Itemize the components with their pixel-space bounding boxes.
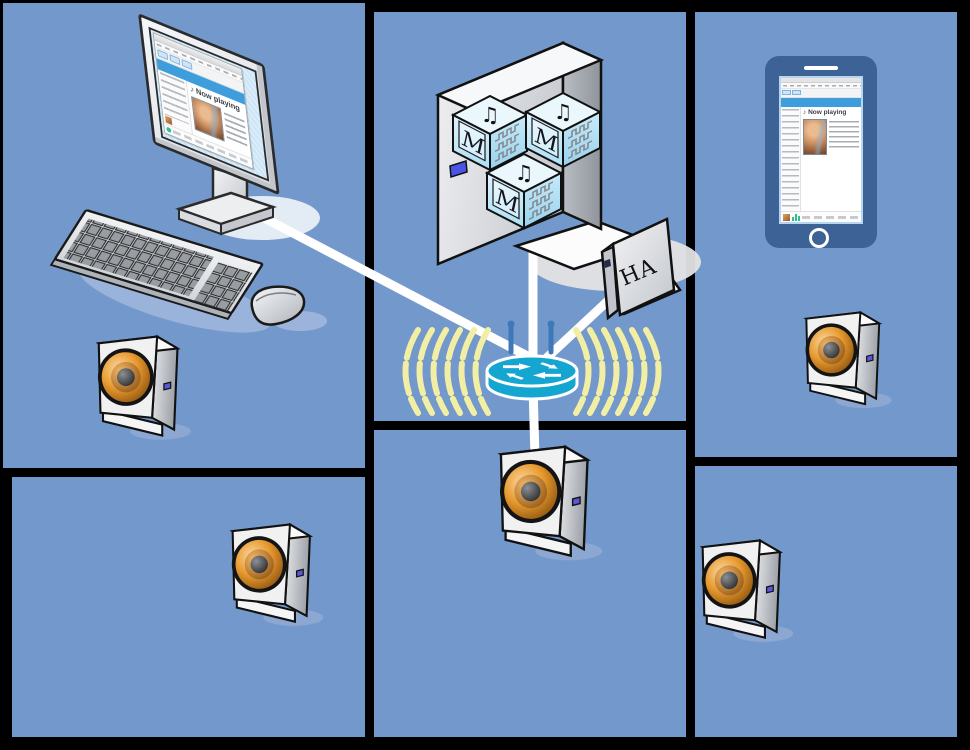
music-note-icon: ♪ bbox=[189, 84, 195, 95]
router-top bbox=[485, 354, 579, 388]
wall-vertical-left bbox=[365, 3, 374, 747]
wifi-wave-left bbox=[458, 327, 477, 416]
music-server: ♫ M ♫ M bbox=[434, 41, 658, 271]
music-module-cube: ♫ M bbox=[523, 91, 603, 169]
ha-button bbox=[604, 259, 611, 268]
ha-front-face bbox=[611, 217, 676, 317]
phone-player-thumb bbox=[783, 213, 790, 221]
phone-app-titlebar bbox=[781, 78, 861, 83]
phone-now-playing-title: ♪ Now playing bbox=[803, 109, 859, 117]
wifi-wave-right bbox=[629, 327, 648, 416]
phone-app-menubar bbox=[781, 83, 861, 89]
connection-computer-router bbox=[248, 207, 540, 365]
wall-vertical-right bbox=[686, 3, 695, 747]
phone-home-button bbox=[809, 228, 829, 248]
monitor-base-side bbox=[220, 205, 274, 236]
smartphone: ♪ Now playing bbox=[765, 56, 877, 248]
speaker-bottom-left-room bbox=[227, 523, 325, 627]
cube-maze-pattern bbox=[529, 181, 553, 221]
cube-maze-pattern bbox=[495, 123, 519, 163]
wifi-wave-right bbox=[601, 327, 620, 416]
wifi-wave-left bbox=[472, 327, 491, 416]
server-top-face bbox=[434, 41, 605, 114]
speaker-center-room bbox=[494, 445, 604, 562]
phone-now-playing-text: Now playing bbox=[808, 109, 847, 116]
speaker-top-right-room bbox=[801, 311, 893, 409]
wall-horizontal-left-room bbox=[3, 468, 370, 477]
music-note-icon: ♫ bbox=[481, 103, 500, 127]
mouse-seam bbox=[255, 292, 297, 302]
cube-m-frame bbox=[492, 178, 520, 220]
wireless-router bbox=[485, 320, 579, 401]
monitor-stand bbox=[175, 166, 277, 236]
equalizer-icon bbox=[792, 213, 800, 221]
phone-earpiece bbox=[804, 66, 838, 70]
wifi-wave-left bbox=[402, 327, 421, 416]
server-led bbox=[449, 160, 468, 178]
wifi-wave-right bbox=[587, 327, 606, 416]
phone-screen: ♪ Now playing bbox=[779, 76, 863, 224]
music-module-cube: ♫ M bbox=[484, 152, 564, 230]
wall-left-outer-lower bbox=[3, 468, 12, 747]
wall-horizontal-right-room bbox=[686, 457, 967, 466]
phone-album-art bbox=[803, 119, 827, 155]
play-status-icon bbox=[166, 126, 172, 134]
wifi-wave-left bbox=[416, 327, 435, 416]
wifi-wave-right bbox=[643, 327, 662, 416]
phone-player-controls bbox=[802, 215, 859, 219]
speaker-top-left-room bbox=[93, 335, 193, 441]
wall-bottom-outer bbox=[3, 737, 967, 747]
wall-top-outer-thick bbox=[365, 3, 967, 12]
phone-app-sidebar bbox=[781, 107, 801, 211]
phone-app-toolbar bbox=[781, 89, 861, 98]
keyboard bbox=[49, 209, 264, 320]
music-note-icon: ♫ bbox=[515, 161, 534, 185]
phone-now-playing-row bbox=[803, 119, 859, 155]
music-module-cube: ♫ M bbox=[450, 94, 530, 172]
keyboard-keys bbox=[63, 218, 214, 297]
track-info-lines bbox=[223, 112, 248, 147]
cube-m-frame bbox=[531, 117, 559, 159]
speaker-bottom-right-room bbox=[697, 539, 795, 643]
router-antenna-tip bbox=[507, 320, 515, 328]
phone-player-bar bbox=[781, 211, 861, 222]
phone-track-info-lines bbox=[829, 121, 859, 151]
phone-app-main: ♪ Now playing bbox=[801, 107, 861, 211]
wifi-wave-left bbox=[430, 327, 449, 416]
home-automation-box: HA bbox=[600, 217, 682, 321]
music-note-icon: ♫ bbox=[554, 100, 573, 124]
phone-app-body: ♪ Now playing bbox=[781, 107, 861, 211]
wifi-waves bbox=[402, 327, 662, 416]
phone-sidebar-list bbox=[782, 109, 799, 210]
music-note-icon: ♪ bbox=[803, 109, 807, 116]
wifi-wave-left bbox=[444, 327, 463, 416]
phone-app-header-bar bbox=[781, 98, 861, 107]
cube-m-frame bbox=[458, 120, 486, 162]
wifi-wave-right bbox=[615, 327, 634, 416]
mouse bbox=[250, 285, 306, 326]
wall-right-outer bbox=[957, 3, 967, 747]
keyboard-numpad bbox=[193, 262, 253, 312]
diagram-vector-layer: ♫ M ♫ M bbox=[49, 41, 893, 643]
cube-maze-pattern bbox=[568, 120, 592, 160]
router-antenna-tip bbox=[547, 320, 555, 328]
wifi-wave-right bbox=[573, 327, 592, 416]
